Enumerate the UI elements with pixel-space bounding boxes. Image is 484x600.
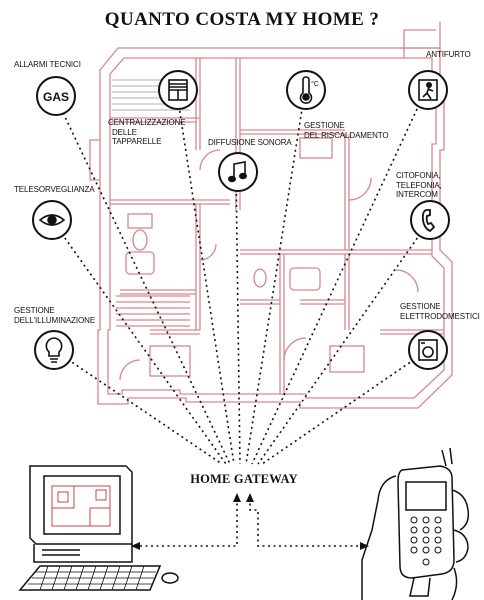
music-note-icon — [218, 152, 258, 192]
label-gestione-elettrodomestici: GESTIONE ELETTRODOMESTICI — [400, 302, 480, 321]
telephone-icon — [410, 200, 450, 240]
label-diffusione-sonora: DIFFUSIONE SONORA — [208, 138, 292, 147]
light-bulb-icon — [34, 330, 74, 370]
label-telesorveglianza: TELESORVEGLIANZA — [14, 185, 95, 194]
home-gateway-label: HOME GATEWAY — [190, 472, 298, 486]
label-gestione-riscaldamento: GESTIONE DEL RISCALDAMENTO — [304, 121, 389, 140]
computer — [18, 465, 179, 591]
label-centralizzazione: CENTRALIZZAZIONE DELLE TAPPARELLE — [108, 118, 186, 146]
label-allarmi-tecnici: ALLARMI TECNICI — [14, 60, 81, 69]
page-title: QUANTO COSTA MY HOME ? — [104, 9, 380, 30]
shutter-icon — [158, 70, 198, 110]
thermometer-icon: °C — [286, 70, 326, 110]
eye-icon — [32, 200, 72, 240]
mobile-phone — [361, 447, 470, 600]
gas-alarm-icon: GAS — [36, 76, 76, 116]
burglar-alarm-icon — [408, 70, 448, 110]
svg-text:GAS: GAS — [43, 90, 69, 104]
label-gestione-illuminazione: GESTIONE DELL'ILLUMINAZIONE — [14, 306, 96, 325]
appliance-icon — [408, 330, 448, 370]
label-citofonia: CITOFONIA, TELEFONIA, INTERCOM — [396, 171, 442, 199]
label-antifurto: ANTIFURTO — [426, 50, 471, 59]
svg-text:°C: °C — [311, 80, 319, 88]
